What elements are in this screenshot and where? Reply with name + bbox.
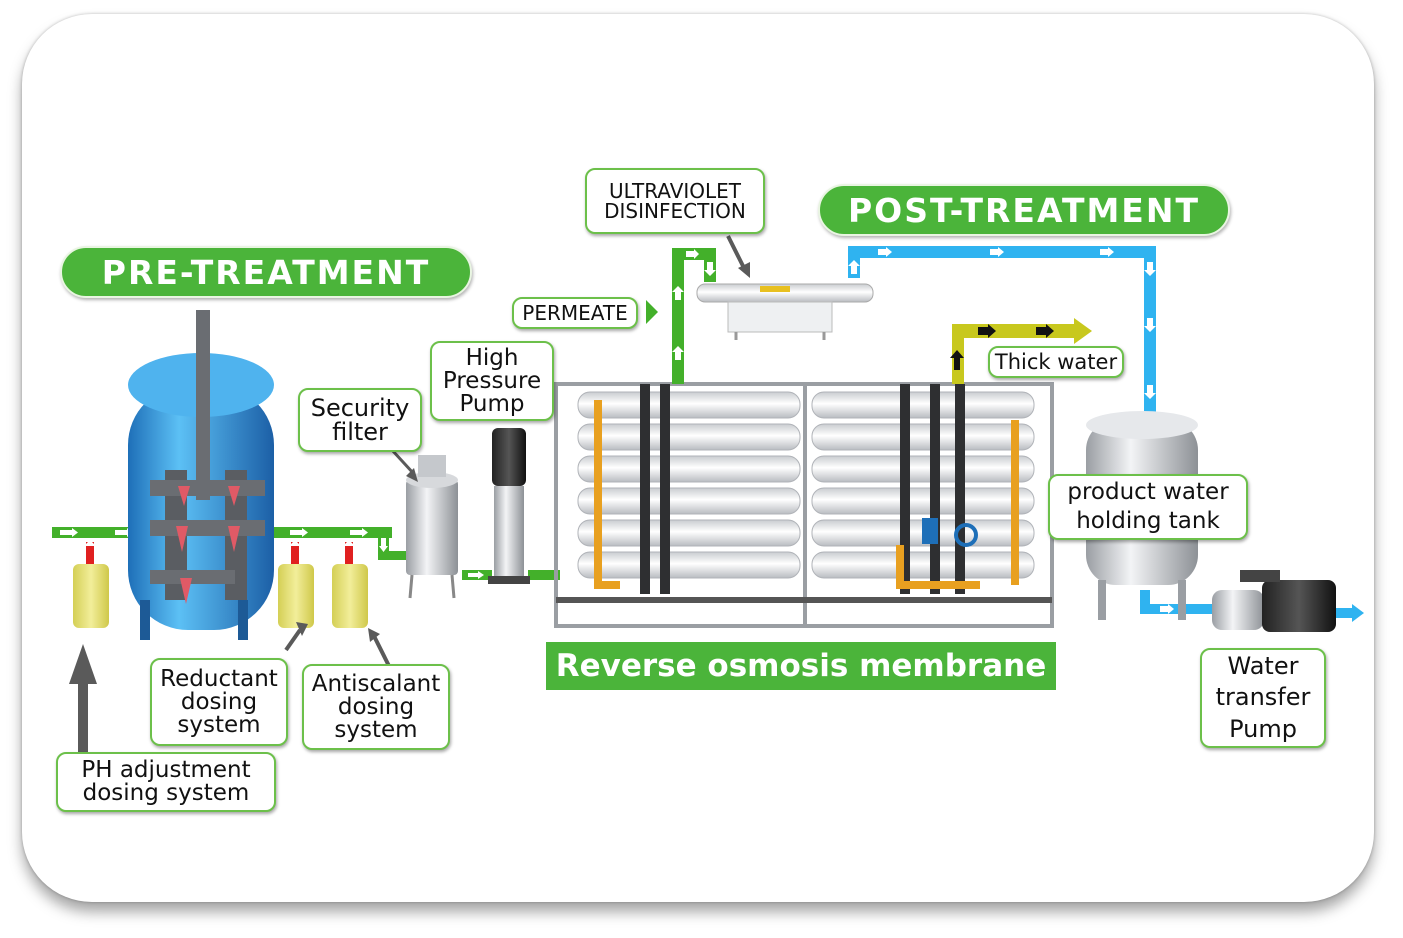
permeate-label: PERMEATE [512, 297, 638, 329]
membrane-vessel [811, 423, 1035, 451]
membrane-vessel [577, 455, 801, 483]
high-pressure-pump-label: High Pressure Pump [430, 341, 554, 421]
membrane-vessel [577, 487, 801, 515]
post-treatment-title: POST-TREATMENT [818, 184, 1230, 236]
permeate-pipe [646, 248, 716, 384]
thick-water-pipe [950, 318, 1092, 384]
multimedia-filter-tank [128, 310, 274, 640]
thick-water-label: Thick water [988, 346, 1124, 378]
product-tank-label: product water holding tank [1048, 474, 1248, 540]
membrane-vessel [577, 551, 801, 579]
dosing-tanks [73, 540, 368, 628]
product-water-pipe [848, 246, 1364, 622]
membrane-vessel [577, 519, 801, 547]
uv-disinfection-label: ULTRAVIOLET DISINFECTION [585, 168, 765, 234]
membrane-vessel [811, 391, 1035, 419]
security-filter-vessel [406, 455, 458, 599]
pre-treatment-title: PRE-TREATMENT [60, 246, 472, 298]
membrane-vessel [577, 423, 801, 451]
transfer-pump-label: Water transfer Pump [1200, 648, 1326, 748]
water-transfer-pump-unit [1212, 570, 1336, 632]
ph-adjustment-label: PH adjustment dosing system [56, 752, 276, 812]
ro-membrane-skid [554, 382, 1054, 628]
reductant-label: Reductant dosing system [150, 658, 288, 746]
membrane-vessel [811, 551, 1035, 579]
uv-disinfection-unit [696, 283, 874, 340]
membrane-vessel [811, 487, 1035, 515]
antiscalant-label: Antiscalant dosing system [302, 664, 450, 750]
membrane-vessel [577, 391, 801, 419]
ro-membrane-title: Reverse osmosis membrane [546, 642, 1056, 690]
high-pressure-pump-unit [488, 428, 530, 584]
security-filter-label: Security filter [298, 388, 422, 452]
membrane-vessel [811, 455, 1035, 483]
pointer-arrows [69, 235, 750, 752]
